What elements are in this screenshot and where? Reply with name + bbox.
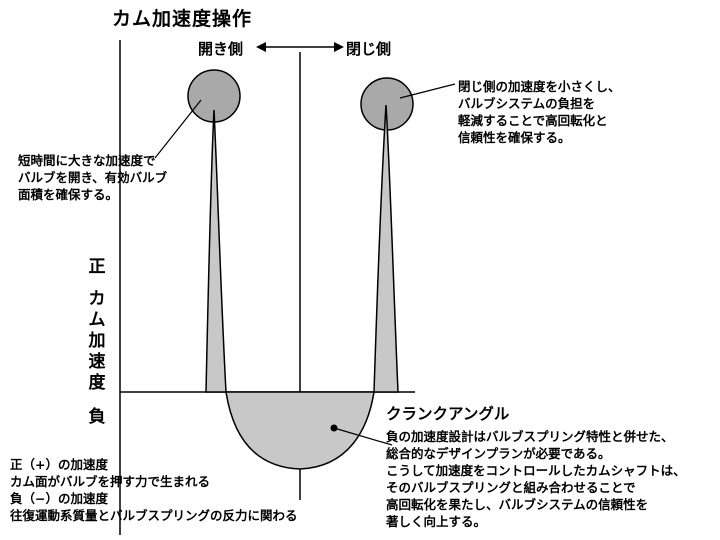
diagram-title: カム加速度操作 xyxy=(112,8,253,30)
leader-negative-dot xyxy=(330,424,338,432)
closing-note-line: バルブシステムの負担を xyxy=(458,96,596,111)
vertical-axis-char: カ xyxy=(88,289,106,309)
opening-side-label: 開き側 xyxy=(198,40,244,58)
closing-note: 閉じ側の加速度を小さくし、 バルブシステムの負担を 軽減することで高回転化と 信… xyxy=(458,78,621,146)
closing-note-line: 閉じ側の加速度を小さくし、 xyxy=(458,79,621,94)
negative-note-line: 高回転化を果たし、バルブシステムの信頼性を xyxy=(386,497,649,512)
negative-note-line: 著しく向上する。 xyxy=(386,514,487,529)
leader-opening xyxy=(154,99,202,159)
negative-note-line: 総合的なデザインプランが必要である。 xyxy=(386,446,611,461)
legend-negative-title: 負（−）の加速度 xyxy=(10,491,108,506)
negative-label: 負 xyxy=(88,407,106,427)
vertical-axis-char: ム xyxy=(88,310,106,330)
negative-note-line: 負の加速度設計はバルブスプリング特性と併せた、 xyxy=(386,429,674,444)
legend: 正（+）の加速度 カム面がバルブを押す力で生まれる 負（−）の加速度 往復運動系… xyxy=(10,456,298,524)
closing-side-label: 閉じ側 xyxy=(346,40,392,58)
opening-positive-lobe xyxy=(205,109,227,393)
positive-label: 正 xyxy=(88,257,106,277)
closing-note-line: 軽減することで高回転化と xyxy=(458,113,608,128)
opening-note-line: バルブを開き、有効バルブ xyxy=(18,170,168,185)
legend-positive-desc: カム面がバルブを押す力で生まれる xyxy=(10,474,211,489)
legend-negative-desc: 往復運動系質量とバルブスプリングの反力に関わる xyxy=(10,508,298,523)
negative-acceleration-region xyxy=(225,391,375,470)
closing-note-line: 信頼性を確保する。 xyxy=(458,130,571,145)
legend-positive-title: 正（+）の加速度 xyxy=(10,457,108,472)
closing-positive-lobe xyxy=(373,104,399,393)
negative-note-line: こうして加速度をコントロールしたカムシャフトは、 xyxy=(386,463,686,478)
opening-note: 短時間に大きな加速度で バルブを開き、有効バルブ 面積を確保する。 xyxy=(18,152,167,203)
vertical-axis-label: カ ム 加 速 度 xyxy=(86,289,108,394)
vertical-axis-char: 度 xyxy=(88,373,106,393)
opening-note-line: 短時間に大きな加速度で xyxy=(18,153,156,168)
leader-negative xyxy=(333,427,393,446)
leader-closing xyxy=(399,83,456,99)
arrow-left-head xyxy=(256,42,266,52)
vertical-axis-char: 加 xyxy=(88,331,106,351)
vertical-axis-char: 速 xyxy=(88,352,106,372)
negative-note-line: そのバルブスプリングと組み合わせることで xyxy=(386,480,636,495)
crank-angle-label: クランクアングル xyxy=(386,405,510,423)
opening-note-line: 面積を確保する。 xyxy=(18,187,119,202)
arrow-right-head xyxy=(334,42,344,52)
negative-note: 負の加速度設計はバルブスプリング特性と併せた、 総合的なデザインプランが必要であ… xyxy=(386,428,686,530)
